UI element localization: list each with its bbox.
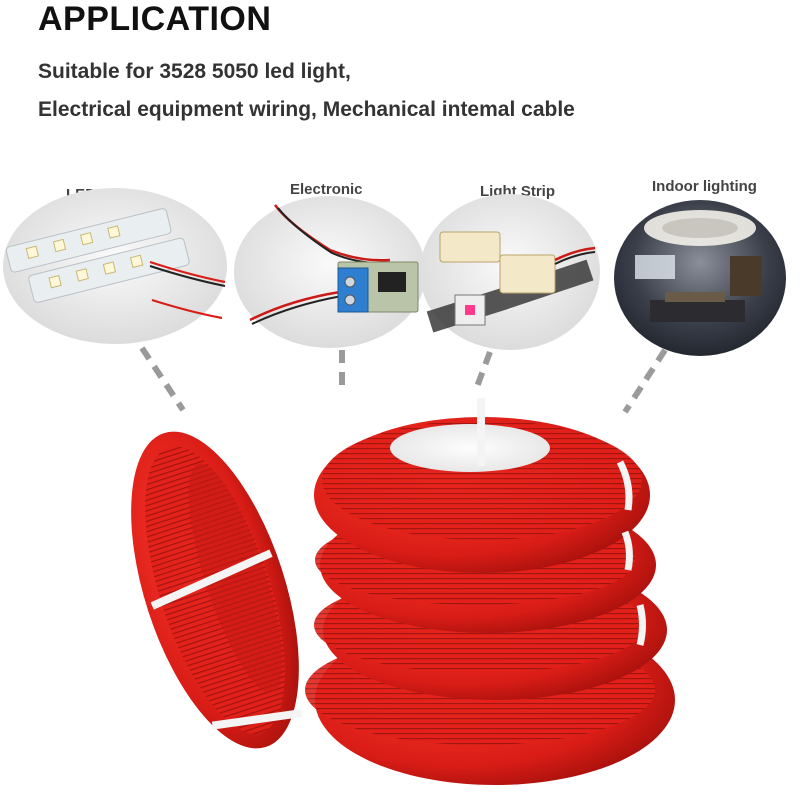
light-strip-image (420, 194, 600, 350)
subtitle-line-2: Electrical equipment wiring, Mechanical … (38, 98, 575, 121)
indoor-lighting-image (614, 200, 786, 356)
connector-lines (139, 346, 668, 414)
category-label-electronic: Electronic (290, 181, 363, 198)
led-lamps-image (3, 188, 227, 344)
subtitle-line-1: Suitable for 3528 5050 led light, (38, 60, 351, 83)
cable-coils (131, 398, 675, 785)
page-title: APPLICATION (38, 0, 272, 38)
electronic-image (234, 196, 426, 348)
category-label-indoor-lighting: Indoor lighting (652, 178, 757, 195)
